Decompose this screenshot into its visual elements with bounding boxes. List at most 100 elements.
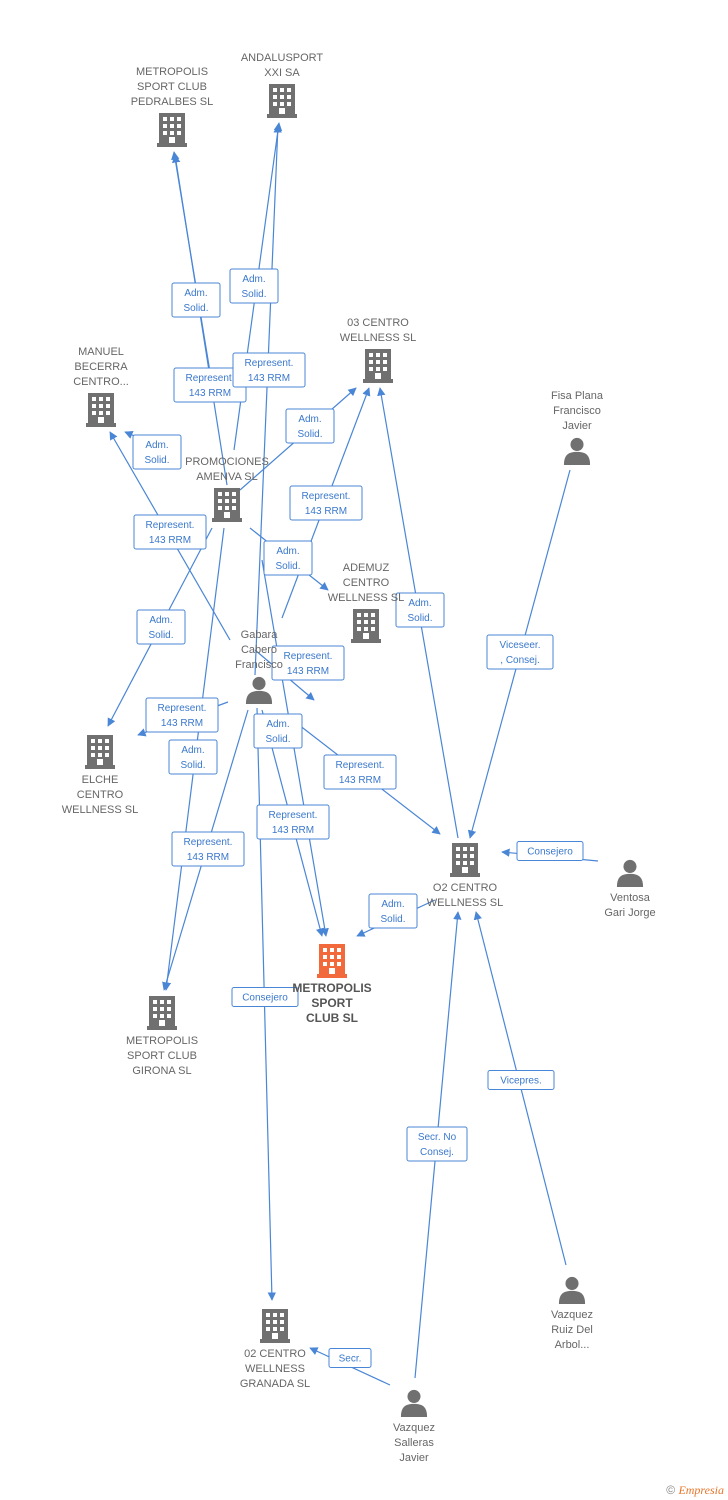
edge-label: Represent. 143 RRM xyxy=(323,754,397,790)
node-manuel-becerra[interactable]: MANUELBECERRACENTRO... xyxy=(73,346,129,427)
node-metropolis-pedralbes[interactable]: METROPOLIS SPORT CLUB PEDRALBES SL xyxy=(131,66,214,147)
node-label: WELLNESS SL xyxy=(340,332,416,344)
node-label: WELLNESS xyxy=(245,1363,305,1375)
edge-label: Adm.Solid. xyxy=(368,893,418,929)
node-label: GRANADA SL xyxy=(240,1378,310,1390)
edge-label-text: Represent. xyxy=(302,491,351,502)
edge-label-text: , Consej. xyxy=(500,655,539,666)
edge-label-text: Consej. xyxy=(420,1147,454,1158)
node-label: 03 CENTRO xyxy=(347,317,409,329)
edge-label-text: Vicepres. xyxy=(500,1076,542,1087)
edge-label: Adm. Solid. xyxy=(136,609,186,645)
node-label: Javier xyxy=(399,1452,429,1464)
node-label: Arbol... xyxy=(555,1339,590,1351)
node-label: Vazquez xyxy=(393,1422,435,1434)
edge-label-text: Represent. xyxy=(186,373,235,384)
edge-label: Represent.143 RRM xyxy=(256,804,330,840)
node-label: METROPOLIS xyxy=(136,66,208,78)
building-icon xyxy=(351,609,381,643)
edge-label: Represent.143 RRM xyxy=(271,645,345,681)
edge-label-text: Represent. xyxy=(184,837,233,848)
edge-label-text: Adm. xyxy=(181,745,204,756)
building-icon xyxy=(86,393,116,427)
edge-label-text: Represent. xyxy=(146,520,195,531)
edge-label: Viceseer. , Consej. xyxy=(486,634,554,670)
edge-label-text: Solid. xyxy=(297,429,322,440)
edge-label-text: 143 RRM xyxy=(187,852,229,863)
building-icon xyxy=(267,84,297,118)
edge-label-text: Represent. xyxy=(284,651,333,662)
edge-label-text: 143 RRM xyxy=(189,388,231,399)
edge-label: Adm.Solid. xyxy=(395,592,445,628)
node-label: SPORT CLUB xyxy=(137,81,207,93)
copyright-symbol: © xyxy=(666,1483,676,1497)
edge-label: Represent. 143 RRM xyxy=(171,831,245,867)
edge-label-text: Solid. xyxy=(144,455,169,466)
edge-label-text: 143 RRM xyxy=(339,775,381,786)
brand-name: Empresia xyxy=(678,1483,724,1497)
edge-label-text: Viceseer. xyxy=(500,640,541,651)
edge-label-text: Solid. xyxy=(380,914,405,925)
edge-label-text: Solid. xyxy=(148,630,173,641)
edge-label: Consejero xyxy=(516,841,584,861)
edge-label-text: Solid. xyxy=(275,561,300,572)
edge-label: Adm.Solid. xyxy=(229,268,279,304)
building-icon xyxy=(157,113,187,147)
building-icon xyxy=(85,735,115,769)
node-label: Ventosa xyxy=(610,892,651,904)
building-icon xyxy=(212,488,242,522)
person-icon xyxy=(616,859,644,887)
edge-label-text: Solid. xyxy=(183,303,208,314)
edge-label: Adm.Solid. xyxy=(168,739,218,775)
edge-line xyxy=(254,124,282,676)
node-o3-centro[interactable]: 03 CENTRO WELLNESS SL xyxy=(340,317,416,383)
node-label: CENTRO xyxy=(77,789,124,801)
footer-brand: © Empresia xyxy=(666,1483,724,1498)
edge-label: Adm.Solid. xyxy=(171,282,221,318)
edge-label-text: Adm. xyxy=(408,598,431,609)
edge-label-text: Adm. xyxy=(298,414,321,425)
node-label: PEDRALBES SL xyxy=(131,96,214,108)
node-label: Francisco xyxy=(553,405,601,417)
node-label: Gabara xyxy=(241,629,279,641)
edge-label-text: 143 RRM xyxy=(149,535,191,546)
edge-label-text: 143 RRM xyxy=(161,718,203,729)
edge-label: Adm. Solid. xyxy=(132,434,182,470)
edge-label: Represent. 143 RRM xyxy=(133,514,207,550)
building-icon xyxy=(317,944,347,978)
person-icon xyxy=(245,676,273,704)
edge-label-text: 143 RRM xyxy=(305,506,347,517)
person-icon xyxy=(563,437,591,465)
node-label: METROPOLIS xyxy=(126,1035,198,1047)
edge-label-text: Represent. xyxy=(336,760,385,771)
edge-label-text: Adm. xyxy=(276,546,299,557)
node-label: MANUEL xyxy=(78,346,124,358)
edge-label-text: Adm. xyxy=(145,440,168,451)
building-icon xyxy=(147,996,177,1030)
edge-label-text: 143 RRM xyxy=(248,373,290,384)
edge-label: Vicepres. xyxy=(487,1070,555,1090)
node-label: O2 CENTRO xyxy=(433,882,498,894)
edge-label-text: Adm. xyxy=(149,615,172,626)
building-icon xyxy=(450,843,480,877)
node-label: SPORT CLUB xyxy=(127,1050,197,1062)
node-label: CENTRO... xyxy=(73,376,129,388)
node-label: XXI SA xyxy=(264,67,300,79)
node-label: PROMOCIONES xyxy=(185,456,269,468)
edge-label-text: 143 RRM xyxy=(272,825,314,836)
node-label: CLUB SL xyxy=(306,1011,358,1025)
